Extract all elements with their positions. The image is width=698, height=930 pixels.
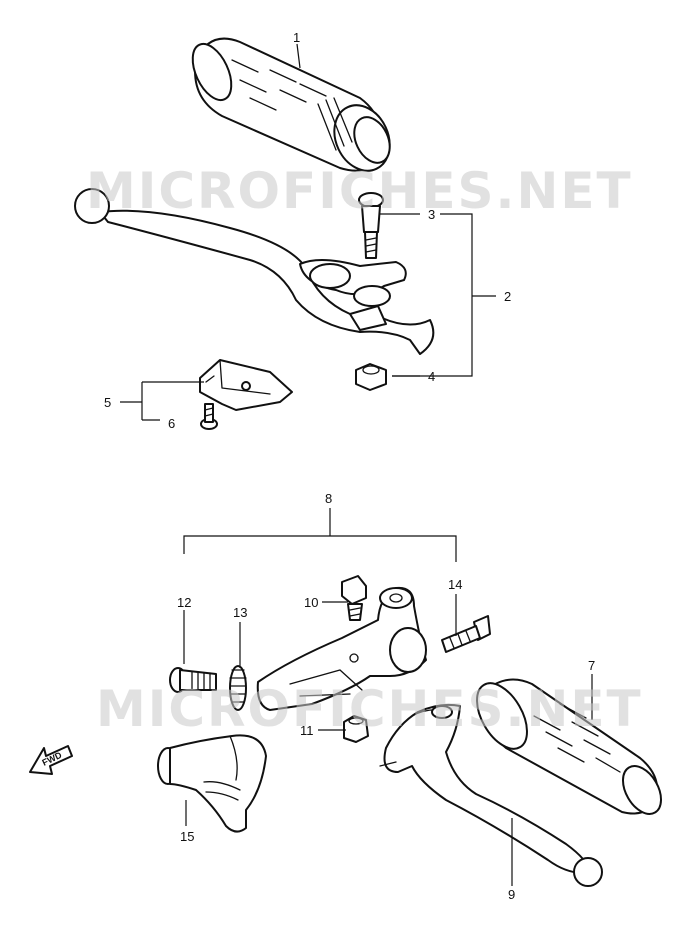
clutch-lever — [379, 703, 603, 887]
pivot-nut — [355, 363, 387, 391]
callout-11: 11 — [300, 723, 314, 738]
callout-6: 6 — [168, 416, 175, 431]
pivot-bolt — [358, 192, 384, 259]
brake-lever — [74, 188, 435, 355]
throttle-grip — [191, 37, 391, 172]
adjuster-ring — [229, 665, 247, 711]
watermark-top: MICROFICHES.NET — [86, 162, 633, 220]
holder-screw — [441, 615, 491, 653]
clutch-assembly-bracket — [183, 508, 457, 562]
callout-9: 9 — [508, 887, 515, 902]
holder-bolt — [341, 575, 367, 621]
lever-dust-cover — [157, 734, 267, 833]
callout-5: 5 — [104, 395, 111, 410]
callout-14: 14 — [448, 577, 462, 592]
brake-switch — [199, 359, 293, 411]
callout-10: 10 — [304, 595, 318, 610]
callout-4: 4 — [428, 369, 435, 384]
holder-nut — [343, 715, 369, 743]
watermark-bottom: MICROFICHES.NET — [96, 680, 643, 738]
left-grip — [476, 678, 662, 815]
callout-7: 7 — [588, 658, 595, 673]
bottom-leader-lines — [183, 594, 593, 886]
top-leader-lines — [120, 43, 496, 421]
callout-15: 15 — [180, 829, 194, 844]
adjuster-bolt — [169, 667, 217, 693]
callout-13: 13 — [233, 605, 247, 620]
switch-screw — [200, 403, 218, 430]
callout-8: 8 — [325, 491, 332, 506]
clutch-lever-holder — [256, 586, 427, 711]
callout-1: 1 — [293, 30, 300, 45]
callout-2: 2 — [504, 289, 511, 304]
fwd-arrow-icon: FWD — [29, 745, 73, 775]
callout-12: 12 — [177, 595, 191, 610]
callout-3: 3 — [428, 207, 435, 222]
